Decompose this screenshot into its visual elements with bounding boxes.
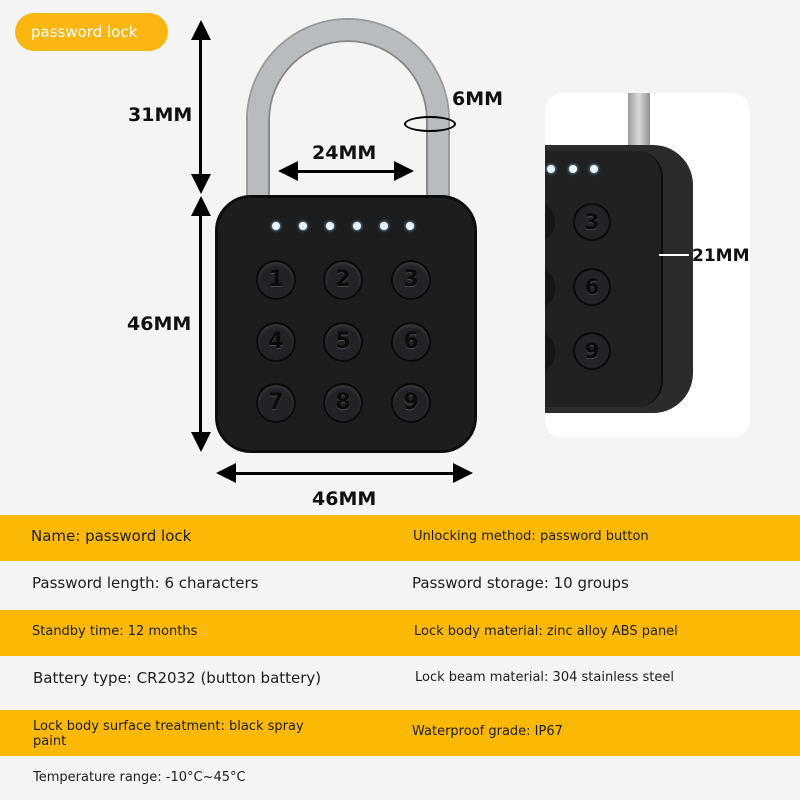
spec-row: Battery type: CR2032 (button battery) Lo…: [0, 656, 800, 710]
keypad-key-8[interactable]: 8: [323, 383, 363, 423]
side-key-3: 3: [573, 203, 611, 241]
spec-row: Password length: 6 characters Password s…: [0, 561, 800, 610]
spec-standby-time: Standby time: 12 months: [32, 624, 198, 639]
led-icon: [299, 222, 307, 230]
arrow-left-icon: [216, 463, 236, 483]
side-view-card: 3 6 9: [545, 93, 750, 438]
product-name-badge: password lock: [15, 13, 168, 51]
shackle-height-line: [199, 38, 202, 178]
arrow-up-icon: [191, 20, 211, 40]
spec-lock-body-material: Lock body material: zinc alloy ABS panel: [414, 624, 678, 639]
arrow-right-icon: [453, 463, 473, 483]
keypad-key-3[interactable]: 3: [391, 260, 431, 300]
led-icon: [272, 222, 280, 230]
side-lock-face: 3 6 9: [545, 151, 663, 407]
partial-key: [545, 203, 555, 241]
led-icon: [547, 165, 555, 173]
spec-name: Name: password lock: [31, 527, 192, 545]
spec-password-storage: Password storage: 10 groups: [412, 574, 629, 592]
arrow-right-icon: [394, 161, 414, 181]
keypad-key-4[interactable]: 4: [256, 322, 296, 362]
led-icon: [353, 222, 361, 230]
led-icon: [326, 222, 334, 230]
spec-row: Standby time: 12 months Lock body materi…: [0, 610, 800, 656]
led-icon: [569, 165, 577, 173]
keypad-key-5[interactable]: 5: [323, 322, 363, 362]
keypad-key-2[interactable]: 2: [323, 260, 363, 300]
keypad-key-7[interactable]: 7: [256, 383, 296, 423]
led-icon: [406, 222, 414, 230]
spec-row: Lock body surface treatment: black spray…: [0, 710, 800, 756]
arrow-left-icon: [278, 161, 298, 181]
spec-row: Temperature range: -10°C~45°C: [0, 756, 800, 800]
keypad-key-9[interactable]: 9: [391, 383, 431, 423]
body-width-label: 46MM: [312, 488, 377, 510]
shackle-diameter-label: 6MM: [452, 88, 504, 110]
body-thickness-label: 21MM: [692, 246, 750, 266]
spec-surface-treatment: Lock body surface treatment: black spray…: [33, 719, 304, 749]
thickness-arrow-icon: [659, 254, 689, 256]
led-icon: [380, 222, 388, 230]
spec-waterproof-grade: Waterproof grade: IP67: [412, 724, 563, 739]
keypad-key-1[interactable]: 1: [256, 260, 296, 300]
shackle-width-label: 24MM: [312, 142, 377, 164]
shackle-width-line: [296, 170, 396, 173]
spec-temperature-range: Temperature range: -10°C~45°C: [33, 770, 246, 785]
spec-password-length: Password length: 6 characters: [32, 574, 259, 592]
arrow-up-icon: [191, 196, 211, 216]
spec-row: Name: password lock Unlocking method: pa…: [0, 515, 800, 561]
arrow-down-icon: [191, 174, 211, 194]
body-height-label: 46MM: [127, 313, 192, 335]
led-indicator-bar: [268, 218, 428, 238]
diameter-ring-icon: [404, 116, 456, 132]
partial-key: [545, 269, 555, 307]
side-key-9: 9: [573, 332, 611, 370]
partial-key: [545, 333, 555, 371]
body-height-line: [199, 214, 202, 434]
spec-lock-beam-material: Lock beam material: 304 stainless steel: [415, 670, 674, 685]
keypad-key-6[interactable]: 6: [391, 322, 431, 362]
body-width-line: [234, 472, 456, 475]
arrow-down-icon: [191, 432, 211, 452]
led-icon: [590, 165, 598, 173]
shackle-height-label: 31MM: [128, 104, 193, 126]
spec-battery-type: Battery type: CR2032 (button battery): [33, 669, 322, 687]
side-key-6: 6: [573, 268, 611, 306]
side-shackle: [628, 93, 650, 153]
spec-unlocking-method: Unlocking method: password button: [413, 529, 649, 544]
